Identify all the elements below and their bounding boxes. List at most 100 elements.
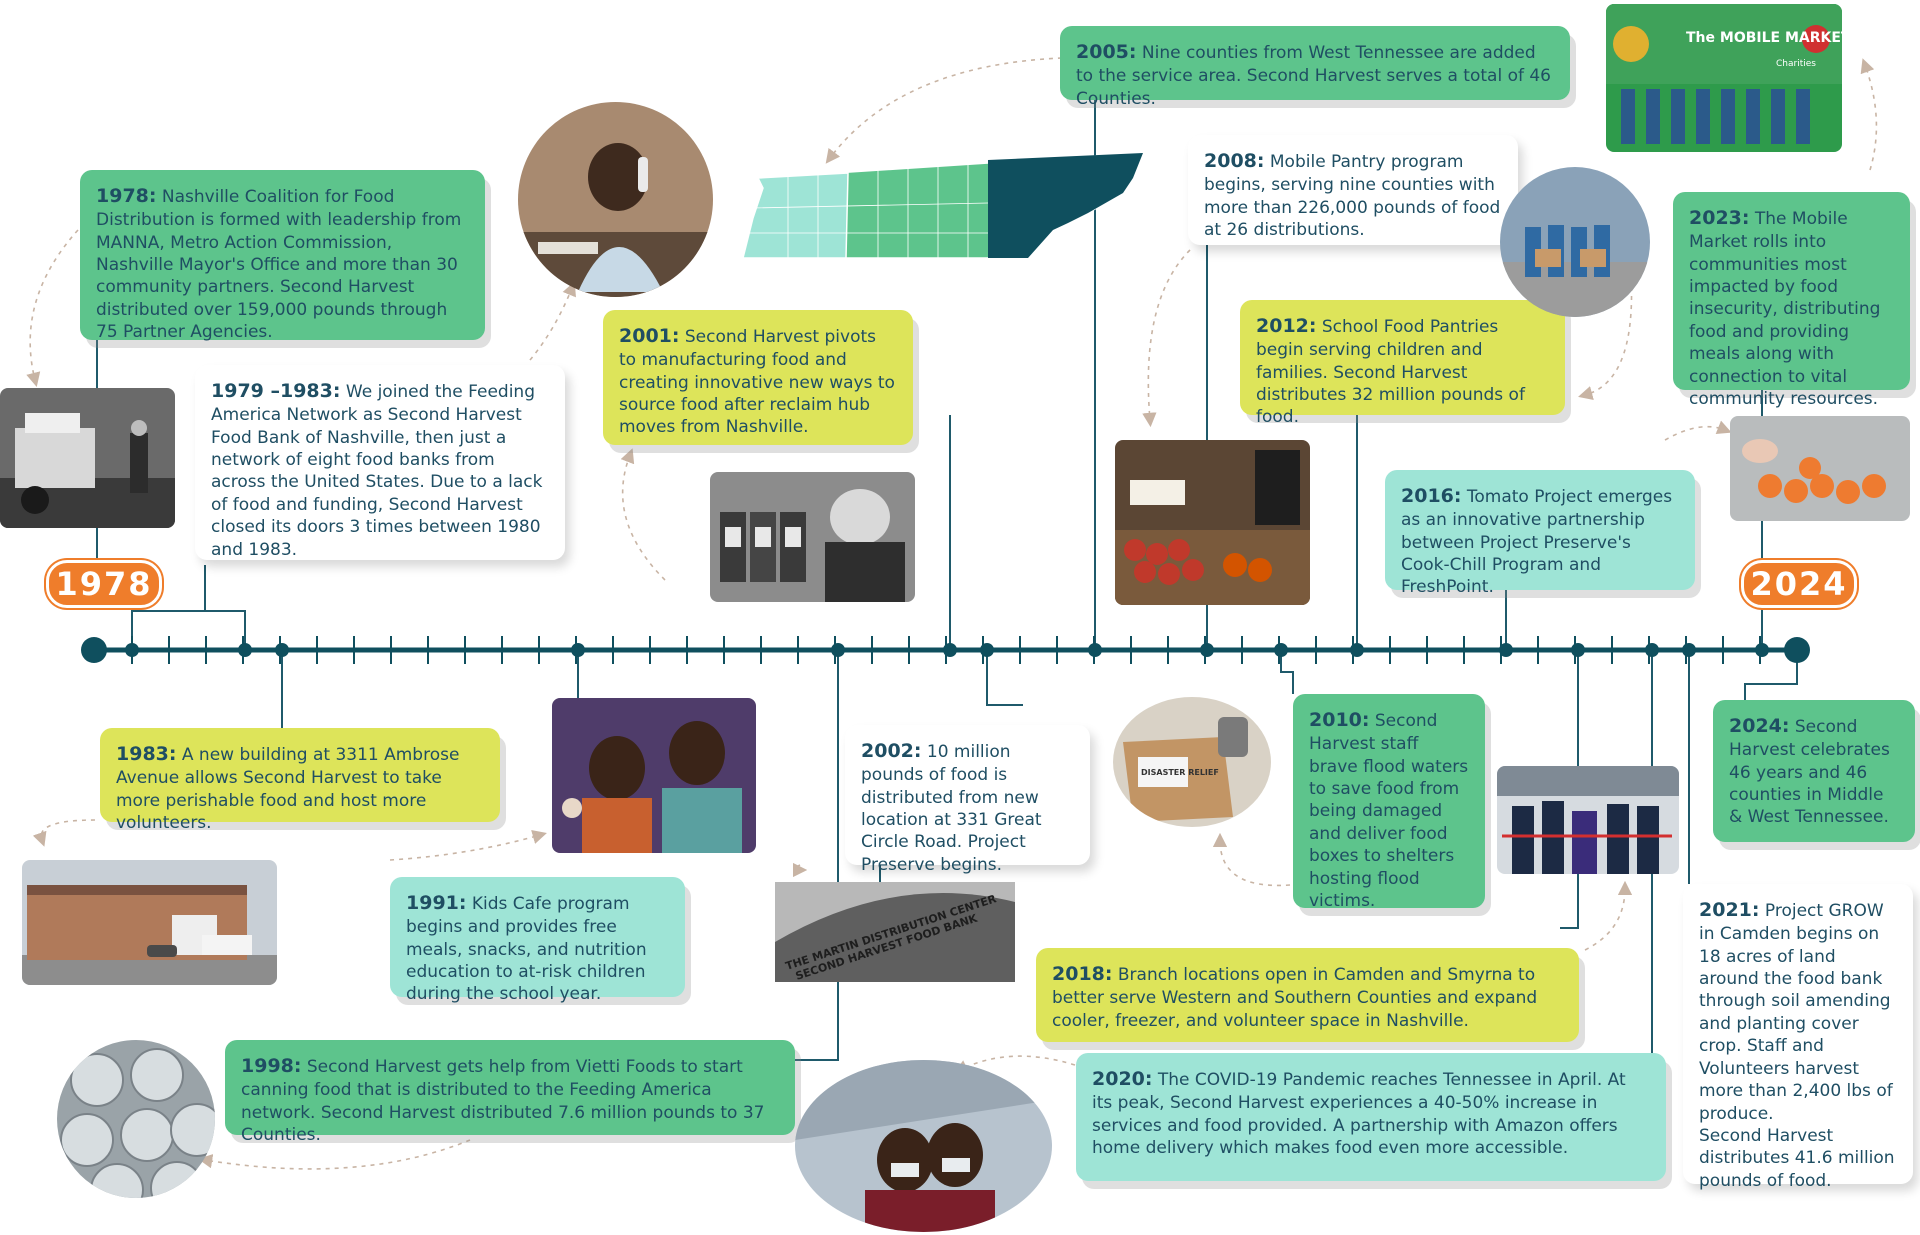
timeline-dot [831, 643, 845, 657]
event-text: Tomato Project emerges as an innovative … [1401, 487, 1673, 598]
dashed-arrow [197, 1139, 471, 1170]
event-text: Kids Cafe program begins and provides fr… [406, 894, 647, 1005]
year-connector [1560, 650, 1579, 929]
dashed-arrow [1584, 880, 1633, 951]
dashed-arrow [389, 830, 547, 861]
event-text: Project GROW in Camden begins on 18 acre… [1699, 901, 1893, 1124]
event-year: 2010: [1309, 709, 1370, 731]
dashed-arrows [26, 57, 1878, 1170]
event-year: 2023: [1689, 207, 1750, 229]
photo-car-home-delivery [795, 1060, 1052, 1232]
timeline-endpoint [1784, 637, 1810, 663]
event-card-2010: 2010: Second Harvest staff brave flood w… [1293, 694, 1485, 912]
event-text: Second Harvest gets help from Vietti Foo… [241, 1057, 765, 1145]
event-card-1978: 1978: Nashville Coalition for Food Distr… [80, 170, 485, 343]
year-connector [1280, 650, 1294, 694]
event-year: 2018: [1052, 963, 1113, 985]
event-text: Mobile Pantry program begins, serving ni… [1204, 152, 1501, 240]
timeline-dot [943, 643, 957, 657]
event-card-2021: 2021: Project GROW in Camden begins on 1… [1683, 884, 1913, 1191]
event-card-2012: 2012: School Food Pantries begin serving… [1240, 300, 1565, 427]
event-card-2008: 2008: Mobile Pantry program begins, serv… [1188, 135, 1518, 245]
event-year: 1979 –1983: [211, 380, 341, 402]
event-card-2016: 2016: Tomato Project emerges as an innov… [1385, 470, 1695, 597]
year-connector [795, 650, 839, 1061]
photo-school-pantry-group [1500, 167, 1650, 317]
photo-produce-display [1115, 440, 1310, 605]
timeline-dot [980, 643, 994, 657]
timeline-endpoint [81, 637, 107, 663]
timeline-dot [1200, 643, 1214, 657]
photo-mobile-market-truck: The MOBILE MARKET Charities [1606, 4, 1842, 152]
dashed-arrow [620, 448, 666, 581]
phone-icon [638, 157, 648, 192]
event-text: Nashville Coalition for Food Distributio… [96, 187, 462, 343]
photo-woman-on-phone [518, 102, 713, 297]
event-year: 2001: [619, 325, 680, 347]
year-connector [131, 610, 246, 650]
event-text: Second Harvest pivots to manufacturing f… [619, 327, 895, 438]
event-text: Nine counties from West Tennessee are ad… [1076, 43, 1551, 109]
dashed-arrow [825, 57, 1063, 164]
event-text: The Mobile Market rolls into communities… [1689, 209, 1881, 410]
timeline-dots [81, 637, 1810, 663]
photo-ribbon-cutting [1497, 766, 1679, 874]
event-text: Second Harvest staff brave flood waters … [1309, 711, 1469, 912]
event-text: Second Harvest celebrates 46 years and 4… [1729, 717, 1890, 828]
canned-goods-icon [57, 1040, 215, 1198]
start-year-badge: 1978 [46, 560, 162, 608]
year-connector [1744, 650, 1798, 700]
dashed-arrow [1142, 249, 1191, 428]
event-text: 10 million pounds of food is distributed… [861, 742, 1042, 875]
mobile-market-title: The MOBILE MARKET [1686, 30, 1842, 46]
event-text: A new building at 3311 Ambrose Avenue al… [116, 745, 460, 833]
event-year: 2002: [861, 740, 922, 762]
event-card-2024: 2024: Second Harvest celebrates 46 years… [1713, 700, 1915, 842]
tennessee-map-icon [738, 148, 1148, 263]
event-card-2001: 2001: Second Harvest pivots to manufactu… [603, 310, 913, 445]
timeline-dot [1682, 643, 1696, 657]
event-card-1979: 1979 –1983: We joined the Feeding Americ… [195, 365, 565, 560]
disaster-box-label: DISASTER RELIEF [1141, 768, 1219, 777]
timeline-dot [275, 643, 289, 657]
event-card-2023: 2023: The Mobile Market rolls into commu… [1673, 192, 1910, 409]
event-year: 1983: [116, 743, 177, 765]
photo-ambrose-building [22, 860, 277, 985]
event-text: We joined the Feeding America Network as… [211, 382, 543, 560]
event-year: 2024: [1729, 715, 1790, 737]
event-text: School Food Pantries begin serving child… [1256, 317, 1525, 428]
event-card-1991: 1991: Kids Cafe program begins and provi… [390, 877, 685, 1004]
photo-kids-cafe [552, 698, 756, 853]
event-year: 2008: [1204, 150, 1265, 172]
dashed-arrow [529, 281, 576, 361]
event-card-2020: 2020: The COVID-19 Pandemic reaches Tenn… [1076, 1053, 1666, 1181]
event-card-2018: 2018: Branch locations open in Camden an… [1036, 948, 1579, 1042]
end-year-badge: 2024 [1741, 560, 1857, 608]
event-year: 1991: [406, 892, 467, 914]
timeline-dot [571, 643, 585, 657]
dashed-arrow [26, 229, 79, 387]
photo-disaster-relief-box: DISASTER RELIEF [1113, 697, 1271, 827]
photo-worker-with-jars [710, 472, 915, 602]
event-year: 2012: [1256, 315, 1317, 337]
event-year: 2016: [1401, 485, 1462, 507]
photo-tomato-preparation [1730, 416, 1910, 521]
event-text: Branch locations open in Camden and Smyr… [1052, 965, 1538, 1031]
tomato-icon [1758, 457, 1886, 504]
year-connector [986, 650, 1023, 706]
timeline-dot [1571, 643, 1585, 657]
event-text-extra: Second Harvest distributes 41.6 million … [1699, 1126, 1895, 1191]
timeline-dot [1088, 643, 1102, 657]
dashed-arrow [792, 862, 808, 878]
mobile-market-charities: Charities [1776, 59, 1816, 69]
timeline-dot [1755, 643, 1769, 657]
dashed-arrow [32, 819, 96, 847]
event-card-1998: 1998: Second Harvest gets help from Viet… [225, 1040, 795, 1145]
event-card-2005: 2005: Nine counties from West Tennessee … [1060, 26, 1570, 109]
timeline-dot [1499, 643, 1513, 657]
dashed-arrow [1664, 420, 1732, 441]
dashed-arrow [1212, 832, 1291, 887]
dashed-arrow [1860, 58, 1878, 171]
timeline-dot [1274, 643, 1288, 657]
